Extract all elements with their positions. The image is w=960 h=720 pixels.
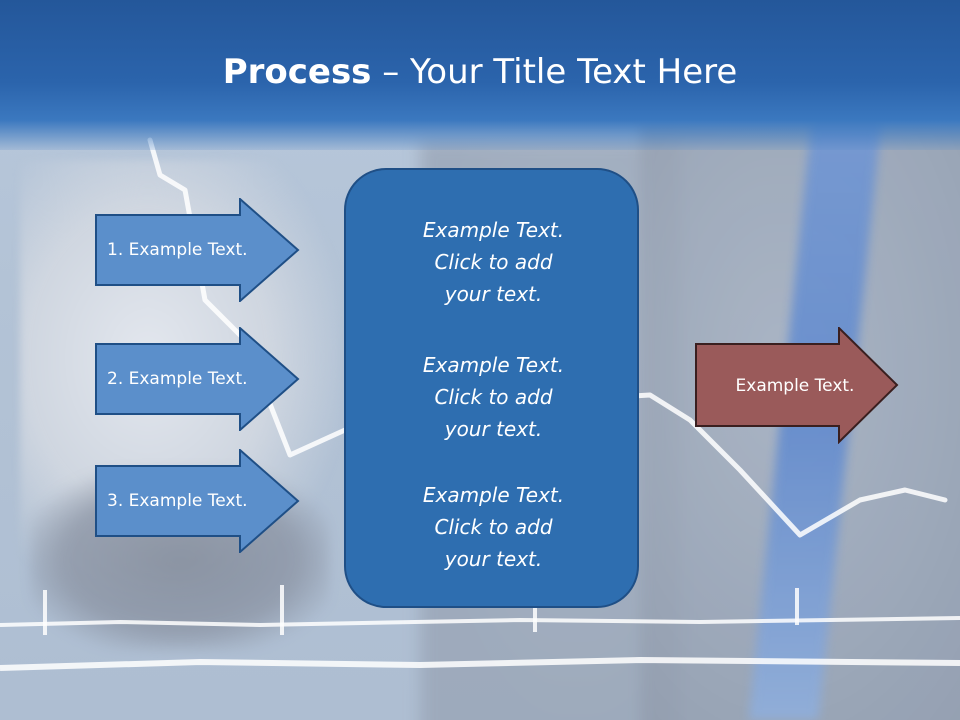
center-line: Click to add (434, 250, 553, 274)
step-arrow-2[interactable]: 2. Example Text. (95, 327, 300, 431)
step-arrow-3[interactable]: 3. Example Text. (95, 449, 300, 553)
center-line: Example Text. (422, 353, 565, 377)
arrow-shape (95, 327, 300, 431)
center-line: Example Text. (422, 483, 565, 507)
step-arrow-1[interactable]: 1. Example Text. (95, 198, 300, 302)
center-line: Example Text. (422, 218, 565, 242)
center-text-box[interactable]: Example Text. Click to add your text. Ex… (344, 168, 639, 608)
arrow-shape (95, 198, 300, 302)
slide-title: Process – Your Title Text Here (0, 52, 960, 92)
center-line: Click to add (434, 385, 553, 409)
output-arrow[interactable]: Example Text. (695, 327, 899, 444)
output-arrow-label: Example Text. (735, 375, 855, 396)
center-text-block-1[interactable]: Example Text. Click to add your text. (346, 214, 641, 310)
center-text-block-3[interactable]: Example Text. Click to add your text. (346, 479, 641, 575)
step-arrow-label: 3. Example Text. (107, 491, 248, 511)
center-line: your text. (444, 282, 543, 306)
title-bar: Process – Your Title Text Here (0, 0, 960, 150)
arrow-shape (95, 449, 300, 553)
step-arrow-label: 1. Example Text. (107, 240, 248, 260)
center-line: your text. (444, 417, 543, 441)
center-line: your text. (444, 547, 543, 571)
center-text-block-2[interactable]: Example Text. Click to add your text. (346, 349, 641, 445)
step-arrow-label: 2. Example Text. (107, 369, 248, 389)
title-bold: Process (222, 52, 372, 92)
title-rest: – Your Title Text Here (371, 52, 738, 92)
center-line: Click to add (434, 515, 553, 539)
arrow-shape (695, 327, 899, 444)
